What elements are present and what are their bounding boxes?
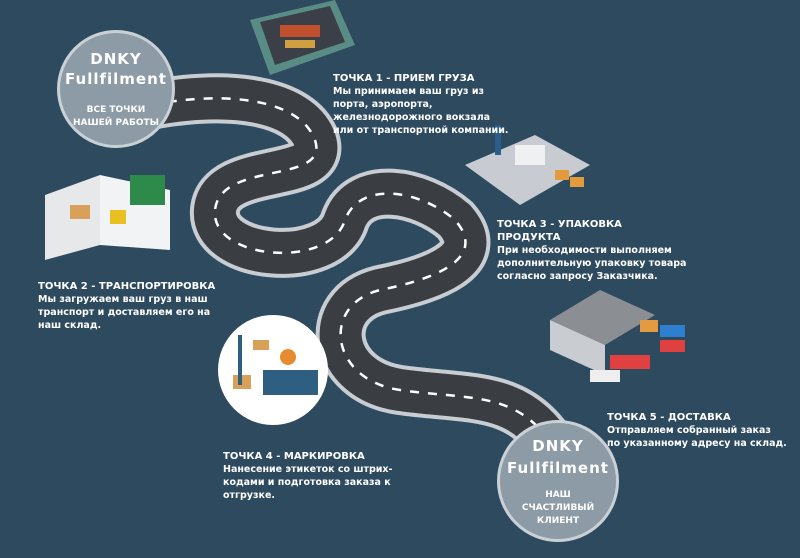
step-5: ТОЧКА 5 - ДОСТАВКА Отправляем собранный …: [607, 411, 787, 450]
step-text: Мы загружаем ваш груз в наш транспорт и …: [38, 294, 211, 331]
step-text: Отправляем собранный заказ по указанному…: [607, 425, 787, 449]
transport-illustration: [45, 175, 170, 260]
delivery-illustration: [550, 290, 685, 382]
brand-name-line2: Fullfilment: [65, 70, 167, 88]
step-title: ТОЧКА 1 - ПРИЕМ ГРУЗА: [333, 73, 475, 84]
labeling-illustration: [218, 315, 328, 425]
brand-name: DNKY: [90, 50, 142, 68]
warehouse-receiving-illustration: [250, 0, 355, 75]
step-2: ТОЧКА 2 - ТРАНСПОРТИРОВКА Мы загружаем в…: [38, 280, 228, 332]
start-circle: DNKY Fullfilment ВСЕ ТОЧКИ НАШЕЙ РАБОТЫ: [57, 30, 175, 148]
step-3: ТОЧКА 3 - УПАКОВКА ПРОДУКТА При необходи…: [497, 218, 687, 283]
end-caption: НАШ СЧАСТЛИВЫЙ КЛИЕНТ: [521, 489, 595, 526]
step-title: ТОЧКА 4 - МАРКИРОВКА: [223, 451, 365, 462]
brand-name: DNKY: [532, 436, 584, 455]
packing-illustration: [465, 125, 590, 205]
start-caption: ВСЕ ТОЧКИ НАШЕЙ РАБОТЫ: [73, 105, 159, 128]
step-text: При необходимости выполняем дополнительн…: [497, 245, 687, 282]
end-circle: DNKY Fullfilment НАШ СЧАСТЛИВЫЙ КЛИЕНТ: [497, 420, 619, 542]
step-4: ТОЧКА 4 - МАРКИРОВКА Нанесение этикеток …: [223, 450, 413, 502]
step-text: Мы принимаем ваш груз из порта, аэропорт…: [333, 86, 509, 136]
step-title: ТОЧКА 3 - УПАКОВКА ПРОДУКТА: [497, 219, 622, 243]
brand-name-line2: Fullfilment: [507, 458, 609, 477]
step-title: ТОЧКА 2 - ТРАНСПОРТИРОВКА: [38, 281, 216, 292]
step-text: Нанесение этикеток со штрих-кодами и под…: [223, 464, 393, 501]
step-title: ТОЧКА 5 - ДОСТАВКА: [607, 412, 731, 423]
step-1: ТОЧКА 1 - ПРИЕМ ГРУЗА Мы принимаем ваш г…: [333, 72, 513, 137]
